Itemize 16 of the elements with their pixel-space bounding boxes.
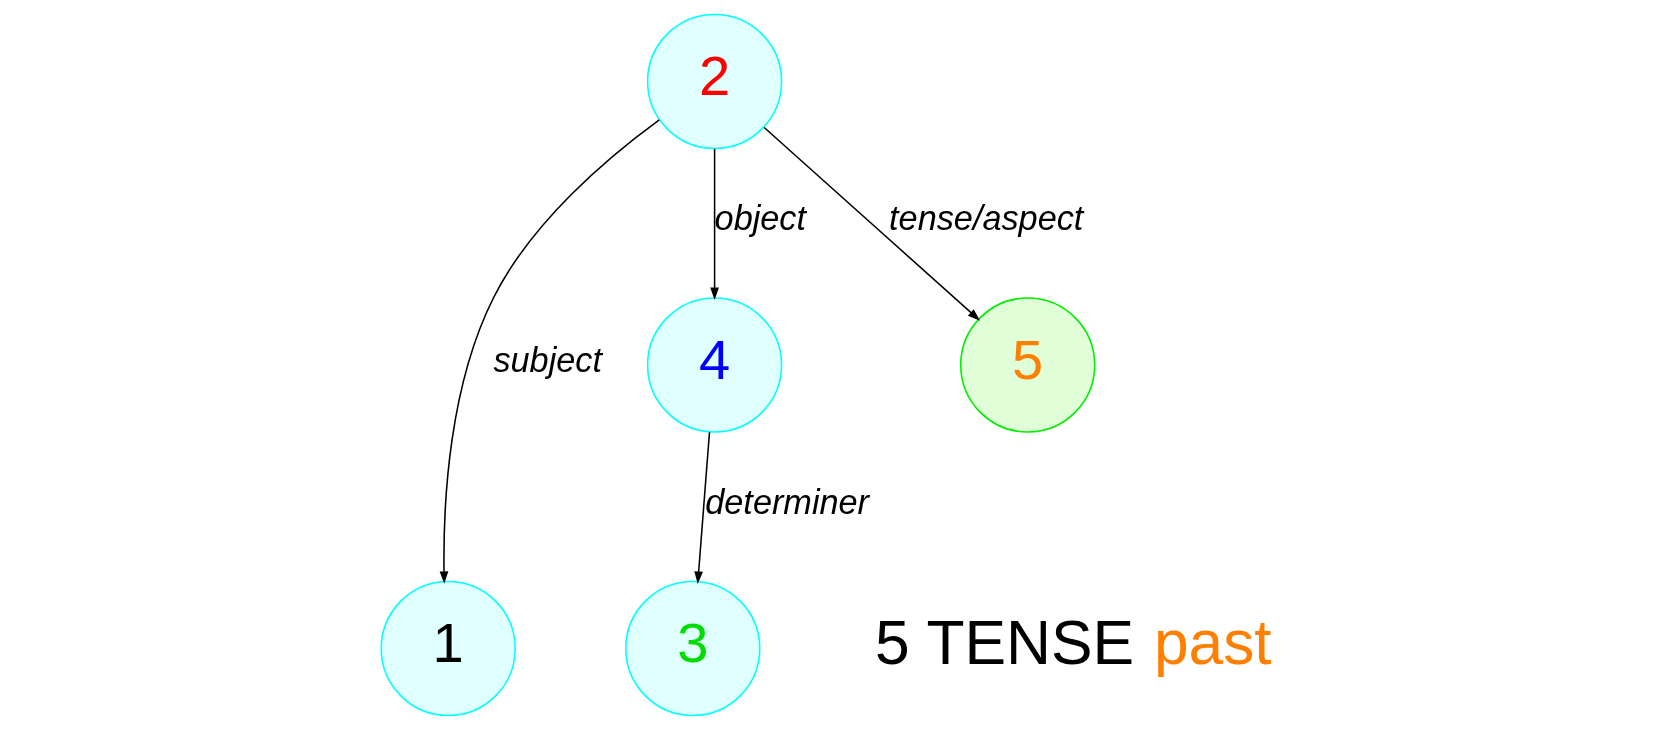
label: 5 — [874, 608, 910, 678]
arrow — [439, 119, 660, 584]
node-circle: 4 — [646, 297, 782, 433]
arrow — [693, 431, 710, 584]
node-circle: 2 — [646, 13, 782, 150]
arrow — [709, 148, 719, 300]
edge-label: object — [714, 199, 806, 238]
node-circle: 5 — [959, 297, 1095, 433]
label: TENSE — [925, 608, 1134, 678]
edge-label: subject — [492, 341, 602, 380]
edge-label: tense/aspect — [888, 199, 1083, 238]
label: past — [1153, 608, 1272, 678]
node-circle: 3 — [624, 580, 761, 717]
node-circle: 1 — [379, 580, 516, 717]
arrow — [762, 126, 980, 321]
edge-label: determiner — [704, 482, 869, 521]
